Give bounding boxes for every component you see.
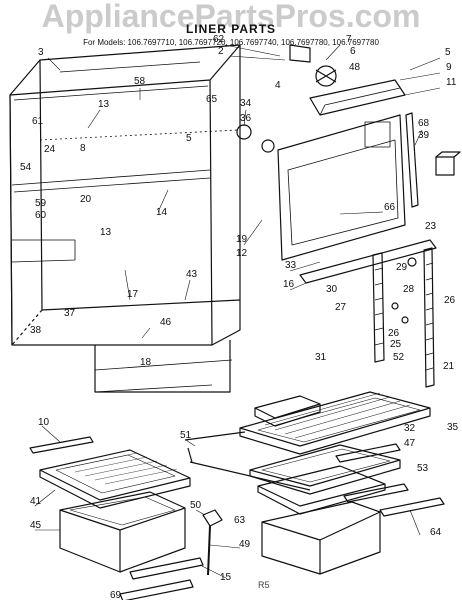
control-box — [435, 151, 461, 176]
fan-assembly — [289, 44, 406, 116]
part-callout-30: 30 — [326, 284, 338, 295]
part-callout-29: 29 — [396, 262, 408, 273]
model-list: For Models: 106.7697710, 106.7697720, 10… — [83, 38, 379, 47]
part-callout-60: 60 — [35, 210, 47, 221]
part-callout-61: 61 — [32, 116, 44, 127]
part-callout-51: 51 — [180, 430, 192, 441]
trim-strip-10 — [29, 436, 94, 454]
part-callout-15: 15 — [220, 572, 232, 583]
vertical-trim-68 — [405, 112, 419, 208]
drawer-front-strip — [119, 557, 204, 600]
part-callout-24: 24 — [44, 144, 56, 155]
part-callout-65: 65 — [206, 94, 218, 105]
part-callout-43: 43 — [186, 269, 198, 280]
part-callout-18: 18 — [140, 357, 152, 368]
part-callout-48: 48 — [349, 62, 361, 73]
egg-bin — [254, 395, 321, 427]
part-callout-17: 17 — [127, 289, 139, 300]
part-callout-23: 23 — [425, 221, 437, 232]
meat-keeper-drawer — [261, 501, 381, 575]
part-callout-35: 35 — [447, 422, 459, 433]
part-callout-41: 41 — [30, 496, 42, 507]
part-callout-49: 49 — [239, 539, 251, 550]
part-callout-5: 5 — [186, 133, 192, 144]
part-callout-39: 39 — [418, 130, 430, 141]
part-callout-69: 69 — [110, 590, 122, 600]
part-callout-66: 66 — [384, 202, 396, 213]
part-callout-36: 36 — [240, 113, 252, 124]
part-callout-27: 27 — [335, 302, 347, 313]
part-callout-54: 54 — [20, 162, 32, 173]
part-callout-50: 50 — [190, 500, 202, 511]
part-callout-2: 2 — [218, 46, 224, 57]
shelf-upper — [239, 391, 431, 455]
part-callout-13: 13 — [98, 99, 110, 110]
part-callout-26: 26 — [388, 328, 400, 339]
crisper-drawer — [59, 491, 186, 573]
part-callout-59: 59 — [35, 198, 47, 209]
evaporator-cover — [277, 114, 406, 261]
part-callout-28: 28 — [403, 284, 415, 295]
part-callout-7: 7 — [346, 34, 352, 45]
part-callout-37: 37 — [64, 308, 76, 319]
part-callout-13: 13 — [100, 227, 112, 238]
diagram-title: LINER PARTS — [185, 22, 277, 36]
cabinet-liner — [9, 44, 241, 393]
part-callout-21: 21 — [443, 361, 455, 372]
part-callout-8: 8 — [80, 143, 86, 154]
part-callout-25: 25 — [390, 339, 402, 350]
part-callout-10: 10 — [38, 417, 50, 428]
part-callout-46: 46 — [160, 317, 172, 328]
crisper-cover — [39, 449, 191, 509]
part-callout-5: 5 — [445, 47, 451, 58]
part-callout-31: 31 — [315, 352, 327, 363]
part-callout-19: 19 — [236, 234, 248, 245]
part-callout-58: 58 — [134, 76, 146, 87]
part-callout-47: 47 — [404, 438, 416, 449]
part-callout-4: 4 — [275, 80, 281, 91]
part-callout-53: 53 — [417, 463, 429, 474]
part-callout-20: 20 — [80, 194, 92, 205]
light-socket — [236, 124, 275, 153]
part-callout-32: 32 — [404, 423, 416, 434]
shelf-rails — [184, 431, 445, 517]
part-callout-14: 14 — [156, 207, 168, 218]
part-callout-12: 12 — [236, 248, 248, 259]
part-callout-68: 68 — [418, 118, 430, 129]
part-callout-52: 52 — [393, 352, 405, 363]
trim-strip-16 — [299, 239, 437, 284]
part-callout-45: 45 — [30, 520, 42, 531]
part-callout-26: 26 — [444, 295, 456, 306]
part-callout-6: 6 — [350, 46, 356, 57]
part-callout-11: 11 — [446, 77, 457, 88]
part-callout-16: 16 — [283, 279, 295, 290]
humidity-control — [202, 509, 223, 576]
shelf-lower — [249, 444, 401, 495]
part-callout-3: 3 — [38, 47, 44, 58]
leader-lines — [34, 44, 441, 579]
part-callout-63: 63 — [234, 515, 246, 526]
part-callout-62: 62 — [213, 34, 225, 45]
part-callout-34: 34 — [240, 98, 252, 109]
part-callout-9: 9 — [446, 62, 452, 73]
part-callout-33: 33 — [285, 260, 297, 271]
part-callout-64: 64 — [430, 527, 442, 538]
watermark: AppliancePartsPros.com — [41, 0, 421, 34]
part-callout-38: 38 — [30, 325, 42, 336]
